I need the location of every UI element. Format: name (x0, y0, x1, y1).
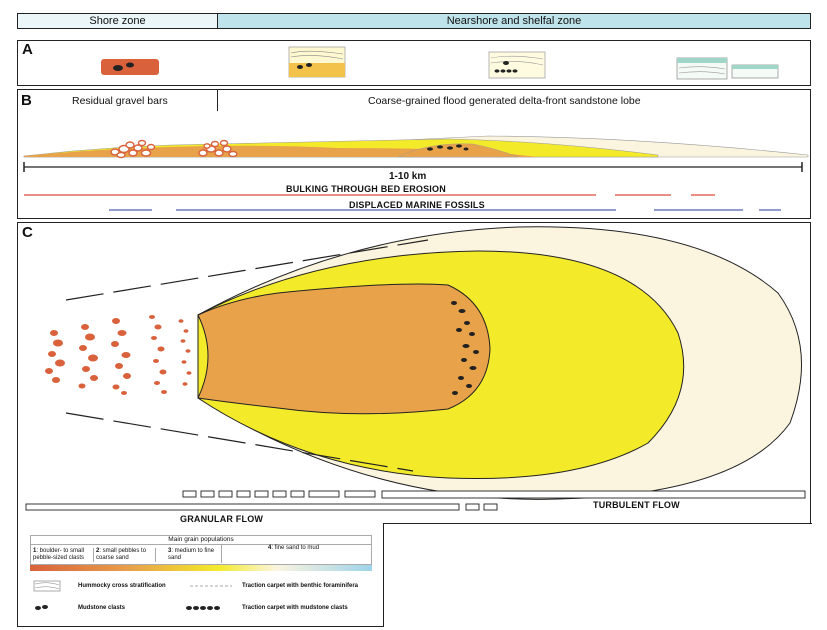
residual-gravel-clusters (45, 315, 192, 395)
hummocky-symbol (33, 580, 61, 592)
mudstone-traction-label: Traction carpet with mudstone clasts (242, 605, 348, 611)
sand-block-1-lower (289, 63, 345, 77)
residual-gravel-title: Residual gravel bars (72, 95, 168, 107)
grain-size-gradient (30, 565, 372, 571)
hummocky-label: Hummocky cross stratification (78, 583, 166, 589)
shore-zone-header: Shore zone (17, 13, 218, 29)
shore-zone-label: Shore zone (89, 15, 146, 27)
panel-a-letter: A (22, 41, 33, 58)
granular-flow-bar (25, 503, 460, 511)
erosion-caption: BULKING THROUGH BED EROSION (286, 184, 446, 194)
sand-block-2 (488, 51, 546, 79)
mudstone-label: Mudstone clasts (78, 605, 126, 611)
legend-title: Main grain populations (30, 535, 372, 545)
population-3: 3: medium to fine sand (155, 548, 224, 562)
panel-b-letter: B (21, 92, 32, 109)
lobe-mudstone-clasts (451, 301, 479, 395)
panel-c-letter: C (22, 224, 33, 241)
gravel-bars (110, 139, 238, 159)
legend: Main grain populations 1: boulder- to sm… (17, 523, 384, 627)
profile-mudstone-clasts (427, 144, 469, 151)
granular-flow-segments (182, 490, 376, 498)
mudstone-traction-symbol (186, 606, 220, 610)
turbulent-flow-bar (381, 490, 806, 499)
panel-a-illustrations (101, 46, 779, 80)
mudstone-clast (113, 65, 123, 71)
panel-c: C (17, 222, 811, 524)
lobe-coarse (197, 283, 491, 415)
panel-c-bottom-border (383, 523, 812, 524)
panel-b-profile (23, 135, 809, 211)
population-1: 1: boulder- to small pebble-sized clasts (33, 548, 85, 561)
population-2: 2: small pebbles to coarse sand (93, 548, 156, 562)
flow-boundary-dashes (65, 239, 429, 472)
scale-label: 1-10 km (389, 171, 427, 182)
population-4: 4: fine sand to mud (221, 545, 371, 563)
mudstone-clast-symbol (35, 606, 41, 610)
legend-populations: 1: boulder- to small pebble-sized clasts… (30, 545, 372, 565)
nearshore-zone-label: Nearshore and shelfal zone (446, 15, 582, 27)
benthic-traction-label: Traction carpet with benthic foraminifer… (242, 583, 359, 589)
nearshore-zone-header: Nearshore and shelfal zone (217, 13, 811, 29)
mudstone-clast (126, 62, 134, 68)
turbulent-flow-label: TURBULENT FLOW (593, 500, 680, 510)
legend-symbols (33, 580, 232, 610)
delta-front-title: Coarse-grained flood generated delta-fro… (368, 95, 641, 107)
panel-b: 1-10 km BULKING THROUGH BED EROSION DISP… (17, 111, 811, 219)
panel-a: A (17, 40, 811, 86)
fossils-caption: DISPLACED MARINE FOSSILS (349, 200, 485, 210)
panel-c-plan-view (25, 226, 806, 511)
granular-flow-label: GRANULAR FLOW (180, 514, 264, 524)
